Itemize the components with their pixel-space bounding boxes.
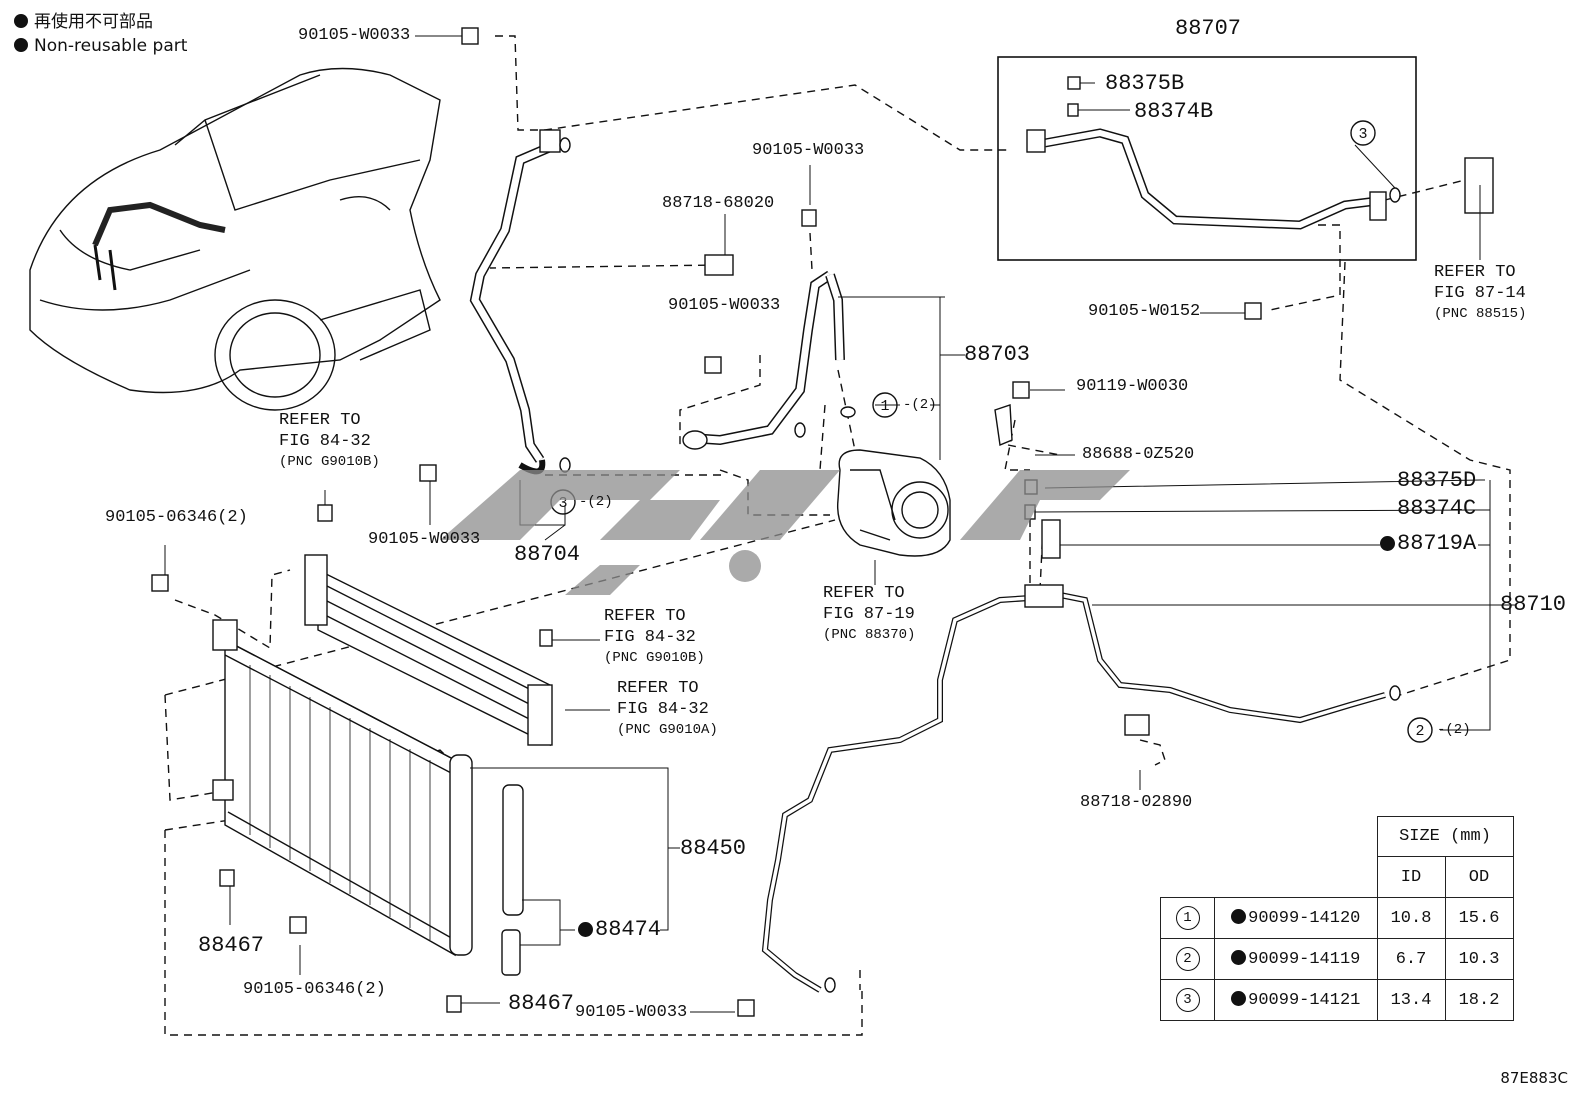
refer-line: REFER TO xyxy=(823,584,905,603)
label-88474-text: 88474 xyxy=(595,917,662,942)
non-reusable-icon xyxy=(1380,536,1395,551)
label-90119-w0030: 90119-W0030 xyxy=(1076,377,1189,396)
label-88375b: 88375B xyxy=(1105,71,1185,96)
label-90105-06346-2: 90105-06346(2) xyxy=(105,508,248,527)
refer-line: REFER TO xyxy=(1434,263,1516,282)
qty-circle-1: -(2) xyxy=(903,397,937,413)
ref-circle-1: 1 xyxy=(880,398,889,415)
label-88707: 88707 xyxy=(1175,16,1242,41)
label-88710: 88710 xyxy=(1500,592,1567,617)
ref-circle-2: 2 xyxy=(1415,723,1424,740)
label-90105-w0033: 90105-W0033 xyxy=(368,530,481,549)
non-reusable-icon xyxy=(578,922,593,937)
label-90105-w0033: 90105-W0033 xyxy=(298,26,411,45)
label-88703: 88703 xyxy=(964,342,1031,367)
table-row: 3 90099-14121 13.4 18.2 xyxy=(1160,979,1514,1021)
label-88719a-text: 88719A xyxy=(1397,531,1477,556)
label-88688-0z520: 88688-0Z520 xyxy=(1082,445,1195,464)
o-ring-size-table: SIZE (mm) ID OD 1 90099-14120 10.8 15.6 … xyxy=(1160,816,1514,1021)
ref-circle-3a: 3 xyxy=(558,495,567,512)
size-id: 13.4 xyxy=(1376,979,1446,1021)
non-reusable-icon xyxy=(1231,990,1247,1006)
legend-jp-text: 再使用不可部品 xyxy=(34,12,153,32)
label-88467: 88467 xyxy=(508,991,575,1016)
table-header-row: SIZE (mm) xyxy=(1161,816,1514,857)
part-number: 90099-14119 xyxy=(1248,949,1361,969)
refer-fig: FIG 84-32 xyxy=(604,628,696,647)
label-90105-w0033: 90105-W0033 xyxy=(668,296,781,315)
label-90105-06346-2: 90105-06346(2) xyxy=(243,980,386,999)
bullet-icon xyxy=(14,14,28,28)
label-88718-02890: 88718-02890 xyxy=(1080,793,1193,812)
refer-fig: FIG 87-14 xyxy=(1434,284,1526,303)
refer-pnc: (PNC 88515) xyxy=(1434,306,1527,322)
label-88719a: 88719A xyxy=(1380,531,1476,556)
col-od: OD xyxy=(1444,856,1514,898)
refer-fig-84-32-mid: REFER TO FIG 84-32 (PNC G9010B) xyxy=(604,606,705,669)
non-reusable-icon xyxy=(1231,949,1247,965)
legend-en-text: Non-reusable part xyxy=(34,36,188,56)
condenser xyxy=(212,619,473,957)
refer-fig: FIG 84-32 xyxy=(279,432,371,451)
size-od: 15.6 xyxy=(1444,897,1514,939)
refer-fig: FIG 84-32 xyxy=(617,700,709,719)
refer-fig-84-32-a: REFER TO FIG 84-32 (PNC G9010A) xyxy=(617,678,718,741)
size-od: 18.2 xyxy=(1444,979,1514,1021)
label-90105-w0033: 90105-W0033 xyxy=(752,141,865,160)
vehicle-outline xyxy=(29,67,441,411)
ref-circle-3b: 3 xyxy=(1358,126,1367,143)
size-id: 10.8 xyxy=(1376,897,1446,939)
table-row: 1 90099-14120 10.8 15.6 xyxy=(1160,897,1514,939)
qty-circle-2: -(2) xyxy=(1437,722,1471,738)
ref-circle-1: 1 xyxy=(1175,906,1200,930)
label-88718-68020: 88718-68020 xyxy=(662,194,775,213)
label-88374b: 88374B xyxy=(1134,99,1214,124)
compressor xyxy=(836,449,951,557)
refer-fig-87-19: REFER TO FIG 87-19 (PNC 88370) xyxy=(823,583,915,646)
leader-lines xyxy=(164,35,1515,1013)
refer-line: REFER TO xyxy=(604,607,686,626)
bullet-icon xyxy=(14,38,28,52)
table-subheader-row: ID OD xyxy=(1161,856,1514,898)
refer-fig-87-14: REFER TO FIG 87-14 (PNC 88515) xyxy=(1434,262,1526,325)
label-88704: 88704 xyxy=(514,542,581,567)
label-90105-w0152: 90105-W0152 xyxy=(1088,302,1201,321)
refer-pnc: (PNC G9010B) xyxy=(604,650,705,666)
refer-fig-84-32-top: REFER TO FIG 84-32 (PNC G9010B) xyxy=(279,410,380,473)
ref-circle-2: 2 xyxy=(1175,947,1200,971)
box-88707 xyxy=(997,56,1417,261)
refer-pnc: (PNC G9010B) xyxy=(279,454,380,470)
part-number: 90099-14121 xyxy=(1248,990,1361,1010)
refer-pnc: (PNC G9010A) xyxy=(617,722,718,738)
legend: 再使用不可部品 Non-reusable part xyxy=(14,10,187,58)
qty-circle-3: -(2) xyxy=(579,494,613,510)
label-88474: 88474 xyxy=(578,917,661,942)
size-od: 10.3 xyxy=(1444,938,1514,980)
label-88467: 88467 xyxy=(198,933,265,958)
col-id: ID xyxy=(1376,856,1446,898)
non-reusable-icon xyxy=(1231,908,1247,924)
refer-pnc: (PNC 88370) xyxy=(823,627,916,643)
legend-jp: 再使用不可部品 xyxy=(14,10,187,34)
watermark-logo xyxy=(440,470,1130,595)
part-number: 90099-14120 xyxy=(1248,908,1361,928)
label-88374c: 88374C xyxy=(1397,496,1477,521)
legend-en: Non-reusable part xyxy=(14,34,187,58)
figure-code: 87E883C xyxy=(1500,1069,1568,1087)
label-88375d: 88375D xyxy=(1397,468,1477,493)
refer-line: REFER TO xyxy=(279,411,361,430)
label-88450: 88450 xyxy=(680,836,747,861)
size-header: SIZE (mm) xyxy=(1376,816,1514,857)
ref-circle-3: 3 xyxy=(1175,988,1200,1012)
radiator xyxy=(304,554,553,747)
table-row: 2 90099-14119 6.7 10.3 xyxy=(1160,938,1514,980)
refer-fig: FIG 87-19 xyxy=(823,605,915,624)
label-90105-w0033: 90105-W0033 xyxy=(575,1003,688,1022)
refer-line: REFER TO xyxy=(617,679,699,698)
size-id: 6.7 xyxy=(1376,938,1446,980)
fasteners xyxy=(151,27,1401,1017)
